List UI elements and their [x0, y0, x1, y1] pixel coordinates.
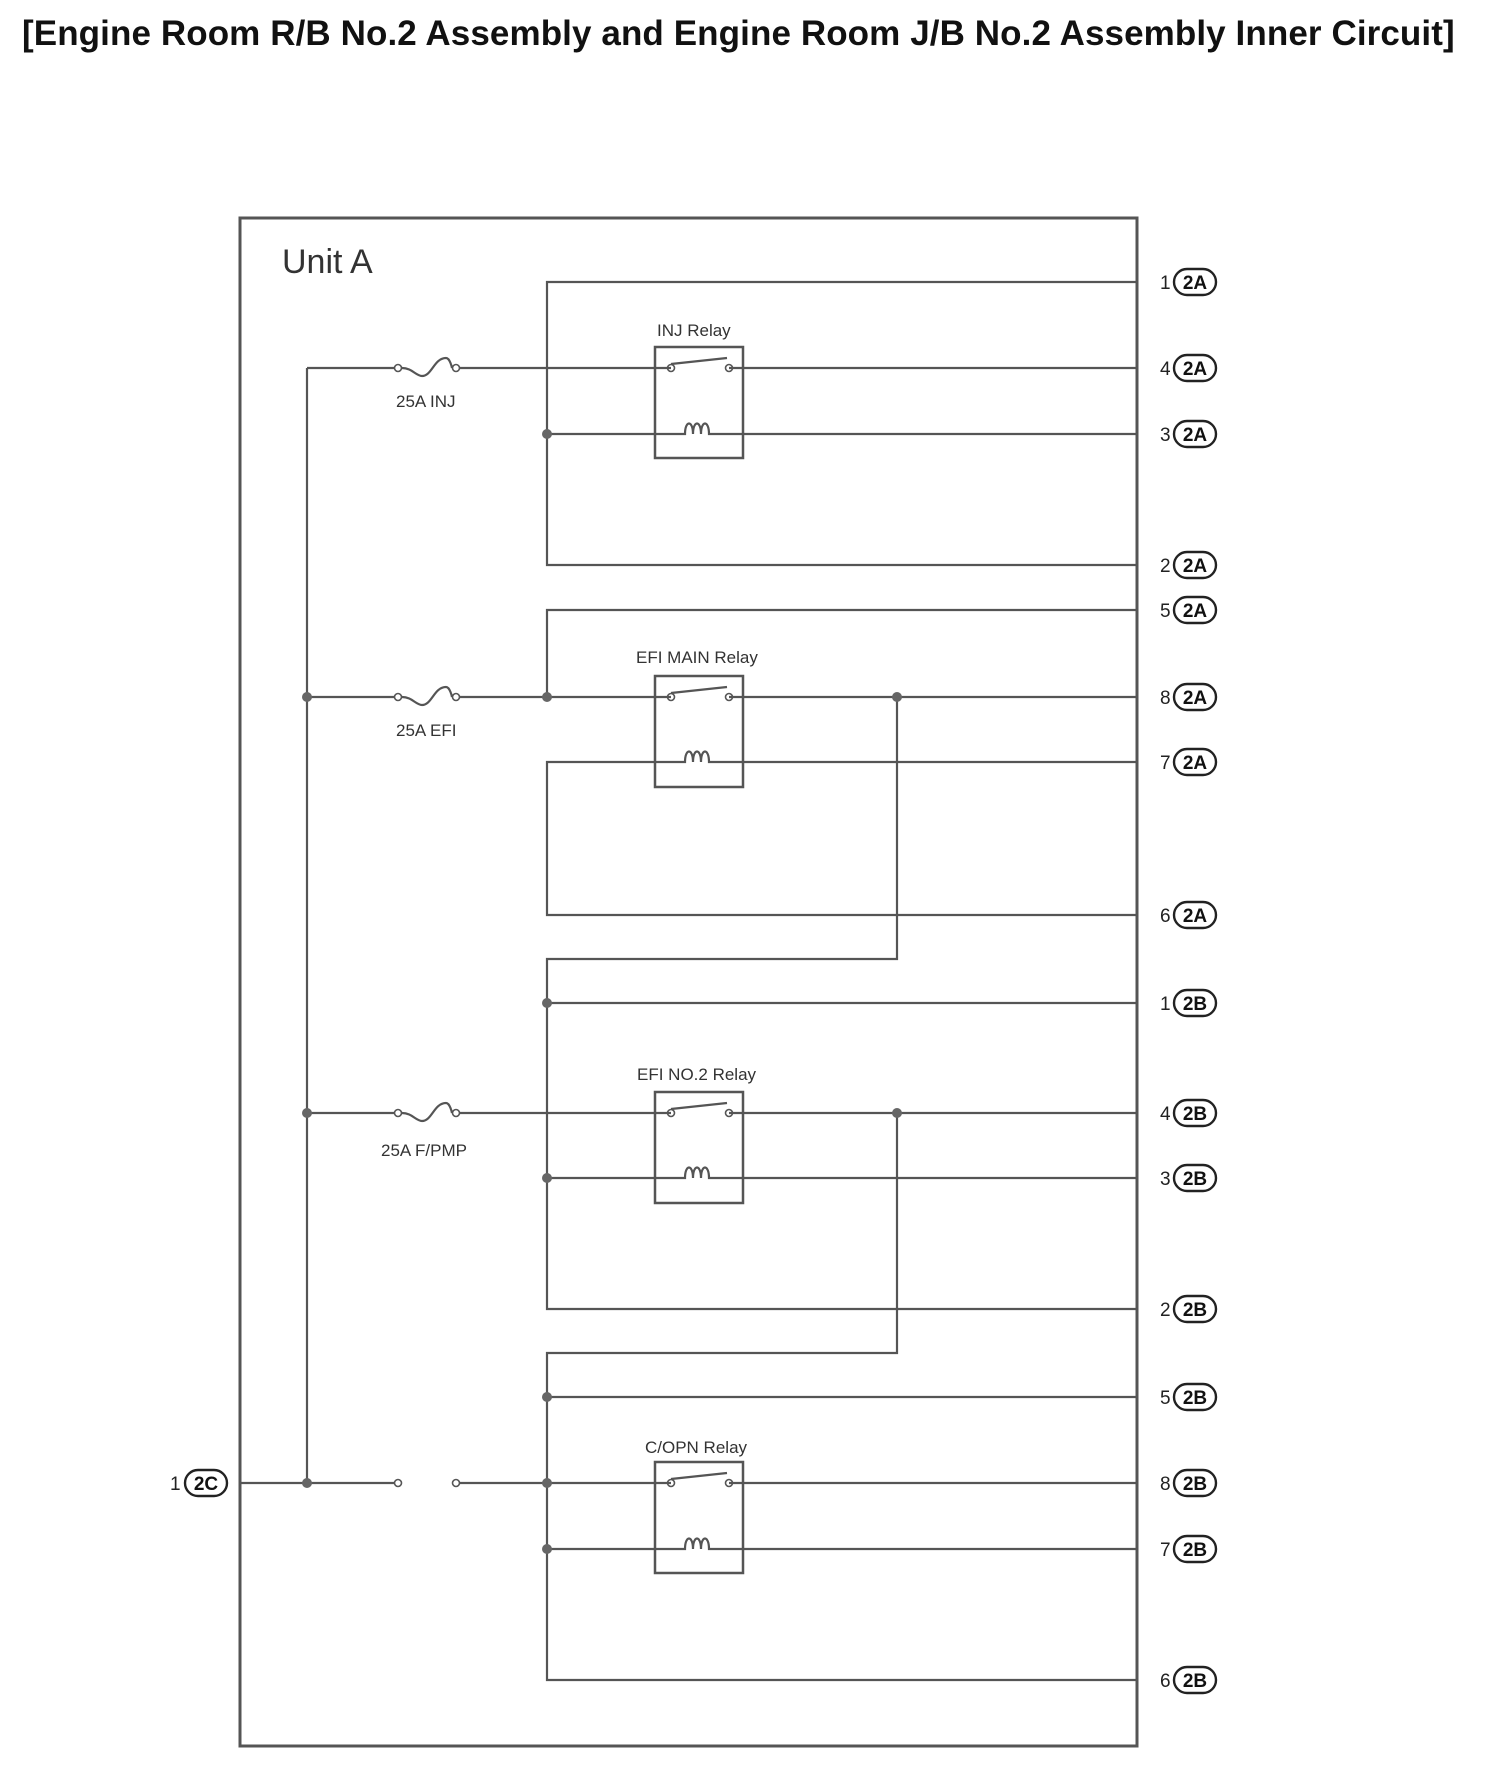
wire-inj-loop: [545, 280, 1137, 567]
terminal-pin: 5: [1160, 1388, 1171, 1409]
connector-label: 2A: [1183, 359, 1208, 380]
terminal-pin: 3: [1160, 1169, 1171, 1190]
connector-label: 2A: [1183, 688, 1208, 709]
connector-label: 2A: [1183, 906, 1208, 927]
connector-oval: [1172, 1294, 1218, 1324]
relay-copn: C/OPN Relay: [645, 1438, 748, 1575]
terminal-3-2a: 3 2A: [1160, 419, 1218, 449]
wires: [240, 280, 1137, 1682]
junctions: [302, 429, 902, 1554]
fuse-label: 25A F/PMP: [381, 1141, 467, 1160]
connector-oval: [1172, 747, 1218, 777]
fuse-label: 25A EFI: [396, 721, 456, 740]
relay-efi-no2: EFI NO.2 Relay: [637, 1065, 757, 1205]
connector-label: 2A: [1183, 425, 1208, 446]
connector-oval: [1172, 900, 1218, 930]
terminal-5-2b: 5 2B: [1160, 1382, 1218, 1412]
terminal-4-2b: 4 2B: [1160, 1098, 1218, 1128]
terminal-pin: 4: [1160, 1104, 1171, 1125]
connector-oval: [1172, 267, 1218, 297]
connector-oval: [1172, 1098, 1218, 1128]
terminal-pin: 2: [1160, 1300, 1171, 1321]
wire-copn-loop: [545, 1397, 1137, 1682]
terminal-pin: 8: [1160, 688, 1171, 709]
wire-efi-no2-loop: [545, 1003, 1137, 1311]
connector-label: 2B: [1183, 1169, 1207, 1190]
terminal-pin: 8: [1160, 1474, 1171, 1495]
terminal-4-2a: 4 2A: [1160, 353, 1218, 383]
connector-oval: [1172, 1468, 1218, 1498]
terminal-pin: 6: [1160, 1671, 1171, 1692]
wire-efi-main-loop: [545, 608, 1137, 697]
terminal-8-2a: 8 2A: [1160, 682, 1218, 712]
wire-efi-no2-feed: [545, 1113, 1137, 1399]
connector-label: 2B: [1183, 1104, 1207, 1125]
terminal-6-2a: 6 2A: [1160, 900, 1218, 930]
fuse-25a-inj: 25A INJ: [393, 356, 461, 411]
connector-label: 2B: [1183, 994, 1207, 1015]
fuse-25a-efi: 25A EFI: [393, 685, 461, 740]
unit-a-label: Unit A: [282, 243, 373, 281]
terminal-pin: 7: [1160, 753, 1171, 774]
connector-oval: [1172, 1534, 1218, 1564]
svg-text:2C: 2C: [194, 1474, 219, 1495]
unit-a-box: [238, 216, 1139, 1748]
terminal-pin: 1: [1160, 273, 1171, 294]
terminal-1-2b: 1 2B: [1160, 988, 1218, 1018]
connector-oval: [1172, 550, 1218, 580]
relay-label: EFI NO.2 Relay: [637, 1065, 757, 1084]
connector-oval: [1172, 1382, 1218, 1412]
relay-label: EFI MAIN Relay: [636, 648, 758, 667]
connector-oval: [1172, 419, 1218, 449]
connector-oval: [1172, 1665, 1218, 1695]
relay-inj: INJ Relay: [653, 321, 745, 460]
terminal-pin: 1: [1160, 994, 1171, 1015]
open-contact: [393, 1478, 461, 1488]
connector-oval: [1172, 682, 1218, 712]
connector-oval: [1172, 595, 1218, 625]
terminal-left: 1 2C: [170, 1468, 229, 1498]
connector-label: 2B: [1183, 1300, 1207, 1321]
relay-efi-main: EFI MAIN Relay: [636, 648, 758, 789]
terminal-7-2a: 7 2A: [1160, 747, 1218, 777]
terminal-2-2a: 2 2A: [1160, 550, 1218, 580]
terminal-5-2a: 5 2A: [1160, 595, 1218, 625]
connector-oval: [1172, 1163, 1218, 1193]
connector-label: 2A: [1183, 273, 1208, 294]
fuse-label: 25A INJ: [396, 392, 456, 411]
relay-label: INJ Relay: [657, 321, 731, 340]
wire-efi-main-coil-loop: [545, 760, 1137, 917]
connector-label: 2A: [1183, 556, 1208, 577]
terminal-6-2b: 6 2B: [1160, 1665, 1218, 1695]
terminal-pin: 6: [1160, 906, 1171, 927]
terminal-3-2b: 3 2B: [1160, 1163, 1218, 1193]
terminal-pin: 4: [1160, 359, 1171, 380]
terminal-pin: 3: [1160, 425, 1171, 446]
fuse-25a-fpmp: 25A F/PMP: [381, 1101, 467, 1160]
relay-label: C/OPN Relay: [645, 1438, 748, 1457]
page-title: [Engine Room R/B No.2 Assembly and Engin…: [22, 14, 1455, 53]
terminal-pin: 7: [1160, 1540, 1171, 1561]
connector-label: 2B: [1183, 1671, 1207, 1692]
wire-efi-main-feed: [545, 697, 1137, 1005]
connector-label: 2B: [1183, 1388, 1207, 1409]
connector-label: 2A: [1183, 753, 1208, 774]
connector-oval: [1172, 988, 1218, 1018]
connector-label: 2B: [1183, 1474, 1207, 1495]
connector-label: 2A: [1183, 601, 1208, 622]
terminal-pin: 2: [1160, 556, 1171, 577]
terminal-8-2b: 8 2B: [1160, 1468, 1218, 1498]
connector-oval: [1172, 353, 1218, 383]
svg-text:1: 1: [170, 1474, 181, 1495]
terminal-7-2b: 7 2B: [1160, 1534, 1218, 1564]
connector-label: 2B: [1183, 1540, 1207, 1561]
terminal-pin: 5: [1160, 601, 1171, 622]
terminal-1-2a: 1 2A: [1160, 267, 1218, 297]
terminal-2-2b: 2 2B: [1160, 1294, 1218, 1324]
